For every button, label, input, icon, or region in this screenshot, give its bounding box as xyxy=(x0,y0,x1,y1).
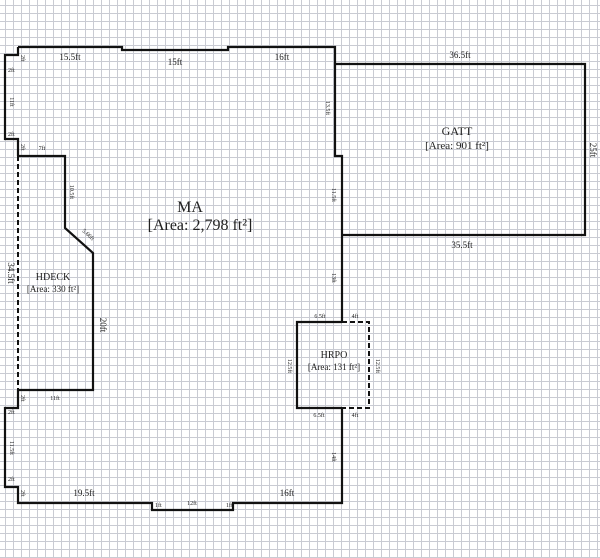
dim-label: 4ft xyxy=(352,313,359,320)
hdeck-label: HDECK xyxy=(36,272,71,283)
dim-label: 15ft xyxy=(168,57,183,67)
dim-label: 13.5ft xyxy=(324,101,331,115)
dim-label: 14ft xyxy=(330,452,337,462)
dim-label: 2ft xyxy=(19,55,26,62)
dim-label: 25ft xyxy=(588,143,598,158)
dim-label: 16ft xyxy=(280,488,295,498)
dim-label: 11.5ft xyxy=(8,441,15,455)
dim-label: 12.5ft xyxy=(374,359,381,373)
dim-label: 2ft xyxy=(8,131,15,138)
dim-label: 20ft xyxy=(98,318,108,333)
dim-label: 11ft xyxy=(8,97,15,107)
ma-area: [Area: 2,798 ft²] xyxy=(148,217,253,234)
hrpo-area: [Area: 131 ft²] xyxy=(308,362,360,372)
gatt-outline[interactable] xyxy=(335,62,587,237)
dim-label: 5.66ft xyxy=(80,228,95,243)
dim-label: 36.5ft xyxy=(449,50,471,60)
dim-label: 19.5ft xyxy=(73,488,95,498)
dim-label: 2ft xyxy=(8,409,15,416)
hdeck-outline[interactable] xyxy=(18,154,95,392)
dim-label: 15.5ft xyxy=(59,52,81,62)
dim-label: 6.5ft xyxy=(314,313,325,320)
dim-label: 6.5ft xyxy=(313,412,324,419)
dim-label: 13ft xyxy=(330,273,337,283)
gatt-label: GATT xyxy=(442,124,473,138)
dim-label: 2ft xyxy=(19,490,26,497)
dim-label: 7ft xyxy=(39,145,46,152)
hrpo-label: HRPO xyxy=(321,350,348,361)
dim-label: 34.5ft xyxy=(6,262,16,284)
dim-label: 11ft xyxy=(50,395,60,402)
dim-label: 16ft xyxy=(275,52,290,62)
gatt-area: [Area: 901 ft²] xyxy=(425,140,489,152)
dim-label: 1ft xyxy=(155,502,162,509)
hrpo-outline[interactable] xyxy=(295,320,342,410)
dim-label: 2ft xyxy=(19,144,26,151)
dim-label: 10.5ft xyxy=(68,185,75,199)
dim-label: 2ft xyxy=(19,395,26,402)
dim-label: 11.5ft xyxy=(330,188,337,202)
dim-label: 2ft xyxy=(8,67,15,74)
hdeck-area: [Area: 330 ft²] xyxy=(27,284,79,294)
ma-label: MA xyxy=(177,199,203,216)
dim-label: 4ft xyxy=(352,412,359,419)
dim-label: 35.5ft xyxy=(451,240,473,250)
dim-label: 2ft xyxy=(8,476,15,483)
dim-label: 1ft xyxy=(226,502,233,509)
ma-outline[interactable] xyxy=(3,45,344,512)
dim-label: 12.5ft xyxy=(286,359,293,373)
dim-label: 12ft xyxy=(187,500,197,507)
